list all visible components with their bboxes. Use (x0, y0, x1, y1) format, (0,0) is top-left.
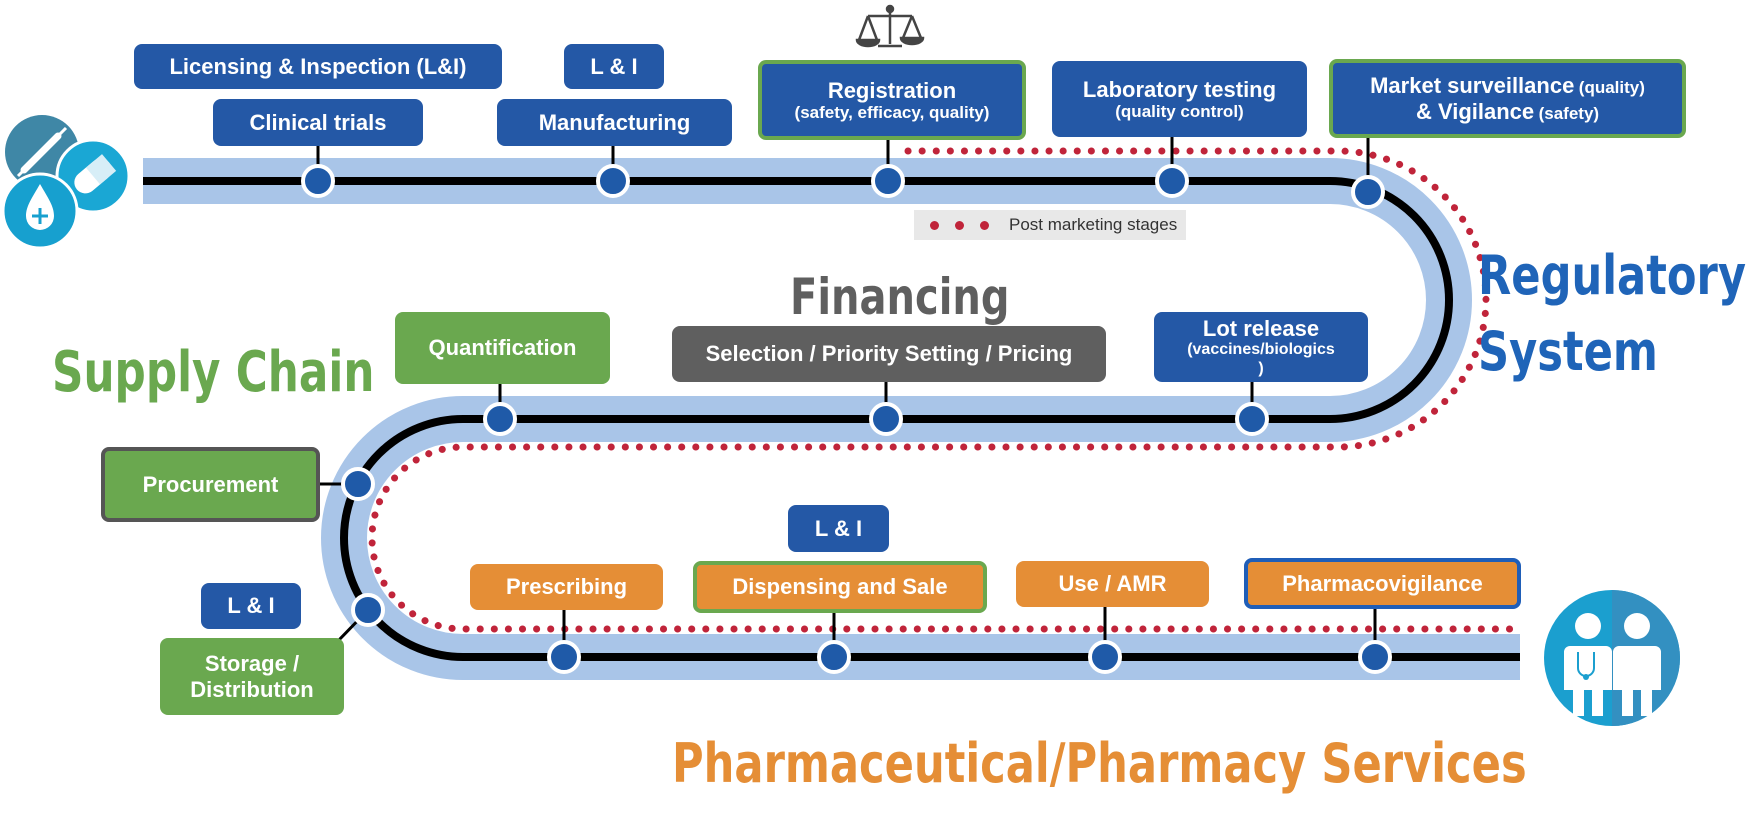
market-surveillance-title: Market surveillance (1370, 73, 1575, 99)
legend-dot (930, 220, 939, 230)
stage-marker (1351, 175, 1385, 209)
distribution-label: Distribution (190, 676, 314, 702)
post-marketing-path (368, 147, 1524, 633)
legend-label: Post marketing stages (1009, 215, 1178, 234)
market-surveillance-paren: (quality) (1578, 78, 1645, 98)
lot-release-box: Lot release (vaccines/biologics ) (1154, 312, 1368, 382)
stage-marker (341, 467, 375, 501)
registration-box: Registration (safety, efficacy, quality) (758, 60, 1026, 140)
scales-icon (855, 4, 925, 48)
storage-distribution-box: Storage / Distribution (160, 638, 344, 715)
regulatory-label: Regulatory (1478, 244, 1746, 307)
lot-release-subtitle-end: ) (1258, 359, 1264, 377)
selection-priority-pricing-label: Selection / Priority Setting / Pricing (705, 341, 1073, 367)
legend-dot (955, 220, 964, 230)
quantification-box: Quantification (395, 312, 610, 384)
stage-marker (871, 164, 905, 198)
procurement-label: Procurement (142, 471, 279, 497)
prescribing-label: Prescribing (505, 574, 628, 600)
lot-release-title: Lot release (1202, 315, 1320, 341)
stage-marker (547, 640, 581, 674)
clinical-trials-box: Clinical trials (213, 99, 423, 146)
licensing-inspection-label: Licensing & Inspection (L&I) (169, 53, 467, 79)
system-label: System (1478, 320, 1658, 383)
stage-marker (817, 640, 851, 674)
lot-release-subtitle: (vaccines/biologics (1187, 341, 1335, 359)
li-storage-label: L & I (227, 593, 275, 619)
supply-chain-title: Supply Chain (52, 340, 375, 405)
licensing-inspection-box: Licensing & Inspection (L&I) (134, 44, 502, 89)
post-marketing-legend: Post marketing stages (914, 210, 1186, 240)
storage-label: Storage / (204, 651, 300, 677)
pharmacovigilance-box: Pharmacovigilance (1244, 558, 1521, 609)
selection-priority-pricing-box: Selection / Priority Setting / Pricing (672, 326, 1106, 382)
services-title: Pharmaceutical/Pharmacy Services (672, 732, 1527, 795)
vigilance-title: & Vigilance (1415, 98, 1535, 124)
li-dispensing-label: L & I (814, 515, 863, 541)
dispensing-sale-label: Dispensing and Sale (732, 574, 948, 600)
market-surveillance-box: Market surveillance (quality) & Vigilanc… (1329, 59, 1686, 138)
li-manufacturing-label: L & I (590, 53, 638, 79)
financing-title: Financing (790, 268, 1010, 326)
doctor-patient-icon (1544, 590, 1680, 726)
stage-marker (351, 593, 385, 627)
dispensing-sale-box: Dispensing and Sale (693, 561, 987, 613)
stage-marker (1358, 640, 1392, 674)
legend-dot (980, 220, 989, 230)
manufacturing-label: Manufacturing (538, 109, 691, 135)
li-storage-box: L & I (201, 583, 301, 629)
prescribing-box: Prescribing (470, 564, 663, 610)
medicine-icons (1, 115, 131, 250)
stage-marker (596, 164, 630, 198)
stage-marker (1235, 402, 1269, 436)
li-dispensing-box: L & I (788, 505, 889, 552)
pharmacovigilance-label: Pharmacovigilance (1282, 570, 1483, 596)
use-amr-box: Use / AMR (1016, 561, 1209, 607)
stage-markers (301, 164, 1392, 674)
stage-marker (869, 402, 903, 436)
registration-title: Registration (827, 77, 957, 103)
stage-marker (1155, 164, 1189, 198)
manufacturing-box: Manufacturing (497, 99, 732, 146)
procurement-box: Procurement (101, 447, 320, 522)
stage-marker (301, 164, 335, 198)
laboratory-testing-box: Laboratory testing (quality control) (1052, 61, 1307, 137)
regulatory-system-title: Regulatory System (1478, 238, 1746, 390)
clinical-trials-label: Clinical trials (249, 109, 387, 135)
registration-subtitle: (safety, efficacy, quality) (794, 102, 990, 122)
use-amr-label: Use / AMR (1058, 571, 1167, 597)
stage-marker (1088, 640, 1122, 674)
laboratory-testing-subtitle: (quality control) (1115, 101, 1244, 121)
stage-marker (483, 402, 517, 436)
laboratory-testing-title: Laboratory testing (1082, 76, 1277, 102)
li-manufacturing-box: L & I (564, 44, 664, 89)
vigilance-paren: (safety) (1538, 103, 1600, 123)
quantification-label: Quantification (428, 335, 577, 361)
